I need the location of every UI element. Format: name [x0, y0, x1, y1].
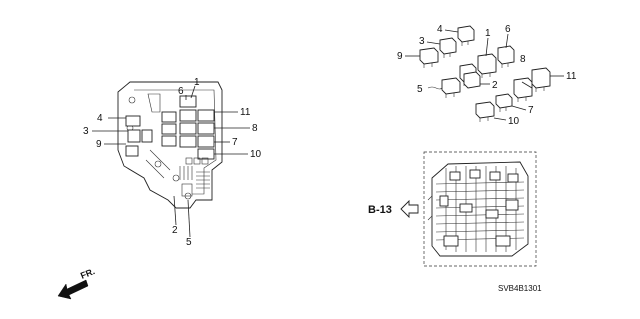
callout-9-right: 9: [397, 51, 403, 62]
reference-arrow-icon: [400, 199, 419, 219]
callouts-left: 1 6 11 8 7 10 4 3 9 2 5: [83, 77, 262, 248]
direction-label: FR.: [79, 266, 96, 281]
callout-4-left: 4: [97, 113, 103, 124]
callout-10-left: 10: [250, 149, 262, 160]
relay-icon: [475, 101, 495, 122]
relay-icon: [495, 93, 513, 112]
relay-slots: [125, 95, 215, 200]
callout-2-left: 2: [172, 225, 178, 236]
callout-5-right: 5: [417, 84, 423, 95]
callout-1-left: 1: [194, 77, 200, 88]
callout-1-right: 1: [485, 28, 491, 39]
callout-11-right: 11: [566, 71, 577, 82]
relays-exploded: [419, 25, 551, 122]
callout-9-left: 9: [96, 139, 102, 150]
reference-b13: B-13: [368, 199, 419, 219]
callout-leaders-right: [405, 29, 564, 121]
direction-arrow-icon: [57, 279, 89, 300]
callout-leaders-left: [92, 85, 250, 238]
callouts-right: 4 3 9 1 6 2 5 8 11 7 10: [397, 24, 577, 127]
relay-icon: [531, 67, 551, 92]
callout-5-left: 5: [186, 237, 192, 248]
relay-icon: [439, 37, 457, 58]
callout-7-left: 7: [232, 137, 238, 148]
relay-icon: [513, 77, 533, 102]
callout-3-right: 3: [419, 36, 425, 47]
reference-frame: [423, 151, 537, 267]
callout-10-right: 10: [508, 116, 520, 127]
relay-icon: [463, 71, 481, 89]
relay-icon: [477, 53, 497, 78]
relay-icon: [457, 25, 475, 46]
callout-8-left: 8: [252, 123, 258, 134]
callout-6-left: 6: [178, 86, 184, 97]
callout-4-right: 4: [437, 24, 443, 35]
drawing-code: SVB4B1301: [498, 284, 542, 293]
relay-icon: [441, 77, 461, 98]
reference-label: B-13: [368, 204, 392, 216]
callout-2-right: 2: [492, 80, 498, 91]
callout-11-left: 11: [240, 107, 251, 118]
callout-3-left: 3: [83, 126, 89, 137]
relay-icon: [497, 45, 515, 68]
callout-6-right: 6: [505, 24, 511, 35]
relay-icon: [419, 47, 439, 68]
direction-indicator: FR.: [57, 266, 96, 300]
callout-8-right: 8: [520, 54, 526, 65]
fuse-box-icon: [427, 161, 529, 257]
callout-7-right: 7: [528, 105, 534, 116]
